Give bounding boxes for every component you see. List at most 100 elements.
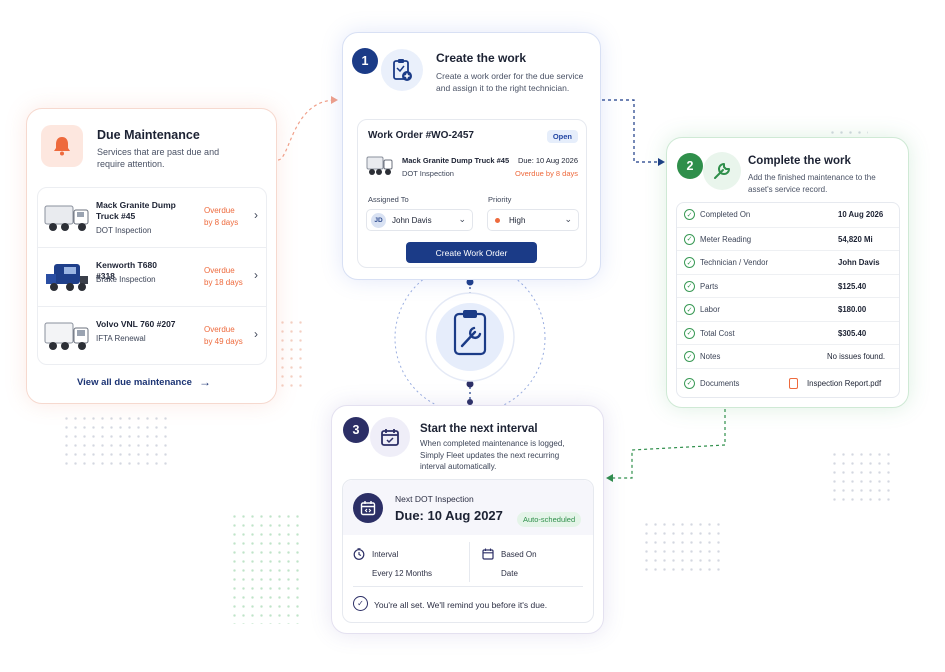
complete-work-card: 2 Complete the work Add the finished mai… [666, 137, 909, 408]
calendar-small-icon [482, 548, 494, 560]
priority-select[interactable]: High ⌄ [487, 209, 579, 231]
box-truck-icon [44, 322, 89, 350]
assigned-to-select[interactable]: JD John Davis ⌄ [366, 209, 473, 231]
due-item-mack[interactable]: Mack Granite Dump Truck #45 DOT Inspecti… [38, 188, 266, 247]
due-maintenance-card: Due Maintenance Services that are past d… [26, 108, 277, 404]
clipboard-plus-icon [381, 49, 423, 91]
due-list: Mack Granite Dump Truck #45 DOT Inspecti… [37, 187, 267, 365]
arrow-right-icon[interactable]: → [199, 375, 211, 389]
interval-value: Every 12 Months [372, 569, 433, 578]
check-circle-icon: ✓ [684, 280, 695, 292]
dot-pattern [830, 450, 890, 506]
assignee-value: John Davis [392, 215, 432, 225]
priority-value: High [509, 215, 526, 225]
hub-orbit [394, 262, 546, 414]
complete-work-subtitle: Add the finished maintenance to the asse… [748, 173, 876, 194]
avatar: JD [371, 212, 386, 228]
due-item-type: IFTA Renewal [96, 334, 146, 343]
document-link[interactable]: Inspection Report.pdf [807, 378, 882, 388]
dump-truck-icon [44, 205, 89, 231]
clock-icon [353, 548, 365, 560]
step-badge: 1 [352, 48, 378, 74]
step-badge: 3 [343, 417, 369, 443]
check-circle-icon: ✓ [684, 327, 695, 339]
hub-node [467, 399, 473, 405]
priority-label: Priority [488, 195, 512, 204]
view-all-due-link[interactable]: View all due maintenance [77, 377, 192, 388]
dot-pattern [230, 512, 302, 624]
due-item-kenworth[interactable]: Kenworth T680 #318 Brake Inspection Over… [38, 247, 266, 306]
wrench-icon [703, 152, 741, 190]
next-inspection-label: Next DOT Inspection [395, 494, 474, 504]
hub-node [466, 380, 474, 388]
interval-label: Interval [372, 550, 399, 559]
step-badge: 2 [677, 153, 703, 179]
pdf-file-icon [789, 377, 798, 389]
divider [353, 586, 583, 587]
chevron-right-icon: › [254, 327, 258, 341]
connector-arrowhead [658, 158, 665, 166]
check-circle-icon: ✓ [684, 209, 695, 220]
next-interval-subtitle: When completed maintenance is logged, Si… [420, 439, 565, 471]
create-work-subtitle: Create a work order for the due service … [436, 71, 584, 93]
based-on-label: Based On [501, 550, 537, 559]
next-interval-card: 3 Start the next interval When completed… [331, 405, 604, 634]
chevron-right-icon: › [254, 208, 258, 222]
work-order-vehicle: Mack Granite Dump Truck #45 [402, 156, 510, 165]
calendar-code-icon [353, 493, 383, 523]
due-item-name: Kenworth T680 #318 [96, 260, 157, 281]
work-order-type: DOT Inspection [402, 169, 454, 178]
next-inspection-panel: Next DOT Inspection Due: 10 Aug 2027 Aut… [342, 479, 594, 623]
assigned-to-label: Assigned To [368, 195, 409, 204]
record-row-documents: ✓ Documents Inspection Report.pdf [677, 367, 899, 398]
auto-scheduled-badge: Auto-scheduled [517, 512, 582, 527]
check-circle-icon: ✓ [684, 304, 695, 315]
due-item-name: Mack Granite Dump Truck #45 [96, 200, 176, 221]
due-item-type: DOT Inspection [96, 226, 152, 235]
semi-truck-icon [46, 264, 88, 291]
record-row: ✓Labor$180.00 [677, 297, 899, 321]
clipboard-wrench-icon [453, 310, 487, 356]
record-row: ✓Total Cost$305.40 [677, 320, 899, 345]
record-row: ✓Parts$125.40 [677, 273, 899, 298]
based-on-value: Date [501, 569, 518, 578]
connector-arrowhead [606, 474, 613, 482]
check-circle-icon: ✓ [684, 377, 695, 389]
chevron-down-icon: ⌄ [458, 214, 466, 224]
create-work-title: Create the work [436, 51, 527, 65]
due-title: Due Maintenance [97, 128, 200, 142]
connector-create-to-complete [602, 99, 662, 163]
calendar-icon [370, 417, 410, 457]
connector-complete-to-next [610, 409, 726, 479]
hub-node [466, 278, 474, 286]
due-item-type: Brake Inspection [96, 275, 156, 284]
dump-truck-icon [366, 156, 393, 175]
next-inspection-due: Due: 10 Aug 2027 [395, 508, 503, 523]
status-badge: Open [546, 130, 578, 143]
divider [469, 542, 470, 582]
check-circle-icon: ✓ [684, 257, 695, 268]
dot-pattern [642, 520, 722, 576]
dot-pattern [278, 318, 308, 388]
work-order-due: Due: 10 Aug 2026 [517, 156, 578, 165]
work-order-overdue: Overdue by 8 days [515, 169, 578, 178]
create-work-order-button[interactable]: Create Work Order [406, 242, 537, 263]
chevron-right-icon: › [254, 268, 258, 282]
check-circle-icon: ✓ [684, 351, 695, 362]
create-work-card: 1 Create the work Create a work order fo… [342, 32, 601, 280]
connector-arrowhead [331, 96, 338, 104]
work-order-title: Work Order #WO-2457 [368, 130, 474, 141]
bell-icon [41, 125, 83, 167]
chevron-down-icon: ⌄ [564, 214, 572, 224]
complete-work-title: Complete the work [748, 155, 851, 167]
check-circle-icon: ✓ [684, 233, 695, 245]
